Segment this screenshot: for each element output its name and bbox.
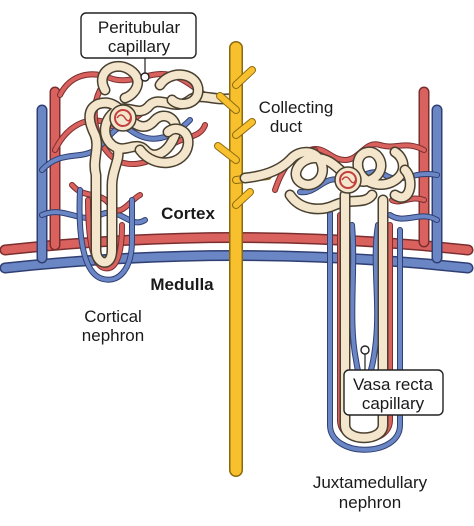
cortical-nephron-tubule [84,60,241,268]
vasa-recta-label-line2: capillary [362,394,425,413]
juxtamedullary-nephron-tubule [239,146,416,444]
peritubular-label-line1: Peritubular [98,18,181,37]
collecting-duct [214,41,272,477]
medulla-label: Medulla [150,275,214,294]
collecting-duct-label-line1: Collecting [259,98,334,117]
juxtamedullary-label-line2: nephron [339,493,401,512]
cortex-label: Cortex [161,204,215,223]
cortical-nephron-label-line1: Cortical [84,307,142,326]
cortical-nephron-label-line2: nephron [82,326,144,345]
callout-vasa-recta: Vasa recta capillary [343,345,444,416]
vasa-recta-label-line1: Vasa recta [353,375,434,394]
juxtamedullary-label-line1: Juxtamedullary [313,473,428,492]
collecting-duct-label-line2: duct [270,117,302,136]
cortical-vessels [36,86,61,264]
callout-peritubular: Peritubular capillary [80,12,197,82]
peritubular-label-line2: capillary [108,37,171,56]
